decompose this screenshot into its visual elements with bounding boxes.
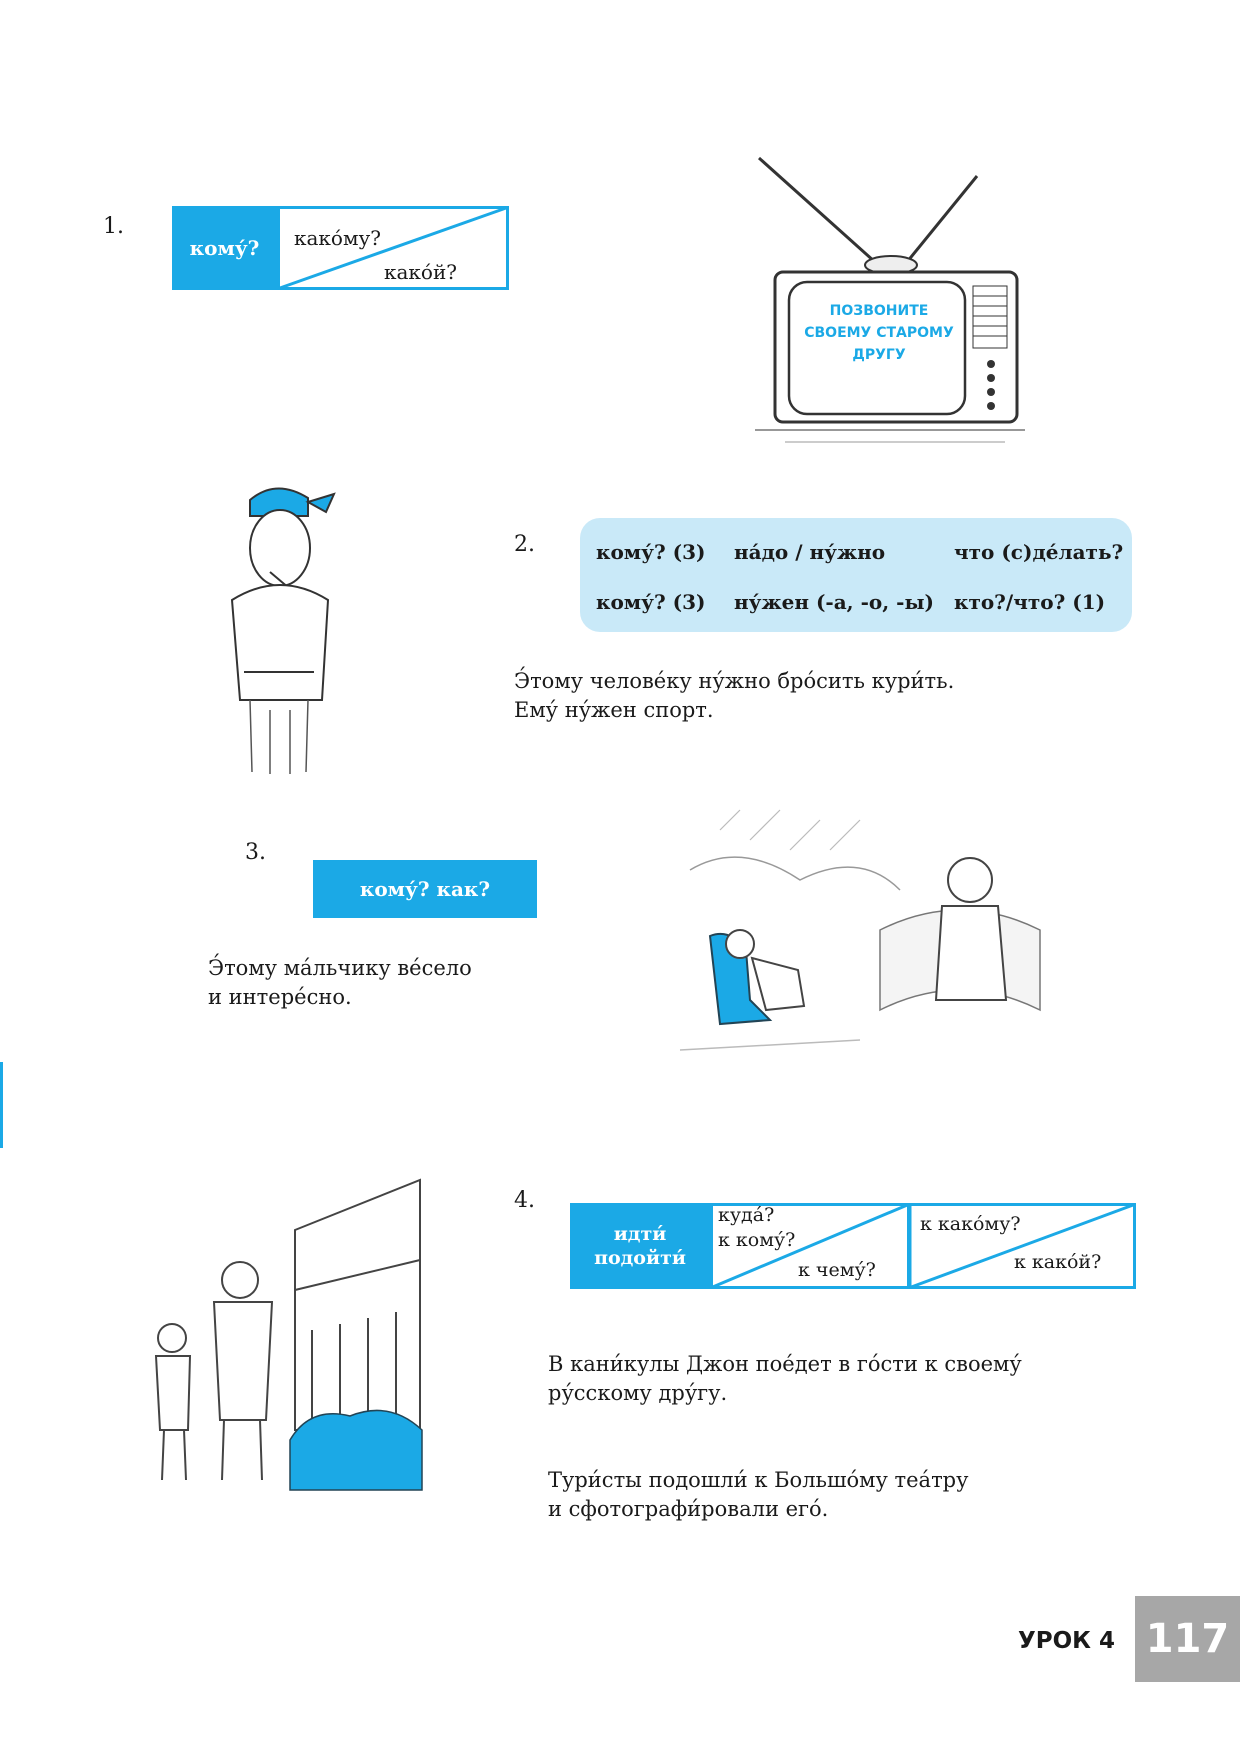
box-r1-c3: что (с)де́лать? <box>954 540 1124 564</box>
text-line: В кани́кулы Джон поéдет в го́сти к свое… <box>548 1352 1022 1376</box>
key-line-2: подойти́ <box>594 1247 686 1269</box>
tv-line-2: СВОЕМУ СТАРОМУ <box>804 325 954 341</box>
margin-accent-bar <box>0 1062 3 1148</box>
text-line: Ему́ ну́жен спорт. <box>514 698 714 722</box>
mid-top-text: куда́? к кому́? <box>718 1203 795 1253</box>
exercise-4-number: 4. <box>514 1188 535 1213</box>
tv-line-1: ПОЗВОНИТЕ <box>829 303 929 319</box>
exercise-4-text-2: Тури́сты подошли́ к Большо́му теа́тру и … <box>548 1466 968 1524</box>
cell-top-text: како́му? <box>294 226 382 250</box>
page-number: 117 <box>1135 1596 1240 1682</box>
table-key-cell: идти́ подойти́ <box>570 1203 710 1289</box>
mid-bottom-text: к чему́? <box>798 1259 876 1281</box>
box-r2-c3: кто?/что? (1) <box>954 590 1106 614</box>
box-r2-c1: кому́? (3) <box>596 590 706 614</box>
key-line-1: идти́ <box>613 1223 667 1245</box>
exercise-2-box: кому́? (3) на́до / ну́жно что (с)де́лать… <box>580 518 1132 632</box>
diagonal-cell <box>277 206 509 290</box>
box-r2-c2: ну́жен (-а, -о, -ы) <box>734 590 934 614</box>
exercise-1-number: 1. <box>103 214 124 239</box>
exercise-4-text-1: В кани́кулы Джон поéдет в го́сти к свое… <box>548 1350 1022 1408</box>
table-key-cell: кому́? <box>172 206 277 290</box>
tv-screen-text: ПОЗВОНИТЕ СВОЕМУ СТАРОМУ ДРУГУ <box>794 300 964 366</box>
tv-illustration <box>755 156 1025 443</box>
text-line: и интере́сно. <box>208 985 352 1009</box>
exercise-2-text: Э́тому челове́ку ну́жно бро́сить кури́ть… <box>514 667 954 725</box>
diagonal-cells <box>710 1203 1136 1289</box>
mid-top-line-2: к кому́? <box>718 1229 796 1251</box>
exercise-1-table: кому́? како́му? како́й? <box>172 206 509 290</box>
mid-top-line-1: куда́? <box>718 1204 775 1226</box>
text-line: Э́тому ма́льчику ве́село <box>208 956 472 980</box>
cell-bottom-text: како́й? <box>384 260 458 284</box>
text-line: ру́сскому дру́гу. <box>548 1381 728 1405</box>
right-bottom-text: к како́й? <box>1014 1251 1102 1273</box>
exercise-4-table: идти́ подойти́ куда́? к кому́? к чему́? … <box>570 1203 1136 1289</box>
theatre-audience-illustration <box>679 809 1041 1051</box>
exercise-3-text: Э́тому ма́льчику ве́село и интере́сно. <box>208 954 472 1012</box>
tourists-bolshoi-illustration <box>154 1178 423 1491</box>
exercise-3-number: 3. <box>245 840 266 865</box>
text-line: Тури́сты подошли́ к Большо́му теа́тру <box>548 1468 969 1492</box>
right-top-text: к како́му? <box>920 1213 1021 1235</box>
exercise-3-key: кому́? как? <box>313 860 537 918</box>
box-r1-c1: кому́? (3) <box>596 540 706 564</box>
text-line: и сфотографи́ровали его́. <box>548 1497 829 1521</box>
smoking-man-illustration <box>230 487 336 774</box>
exercise-2-number: 2. <box>514 532 535 557</box>
box-r1-c2: на́до / ну́жно <box>734 540 886 564</box>
text-line: Э́тому челове́ку ну́жно бро́сить кури́ть… <box>514 669 955 693</box>
lesson-label: УРОК 4 <box>1018 1628 1115 1654</box>
tv-line-3: ДРУГУ <box>852 347 906 363</box>
